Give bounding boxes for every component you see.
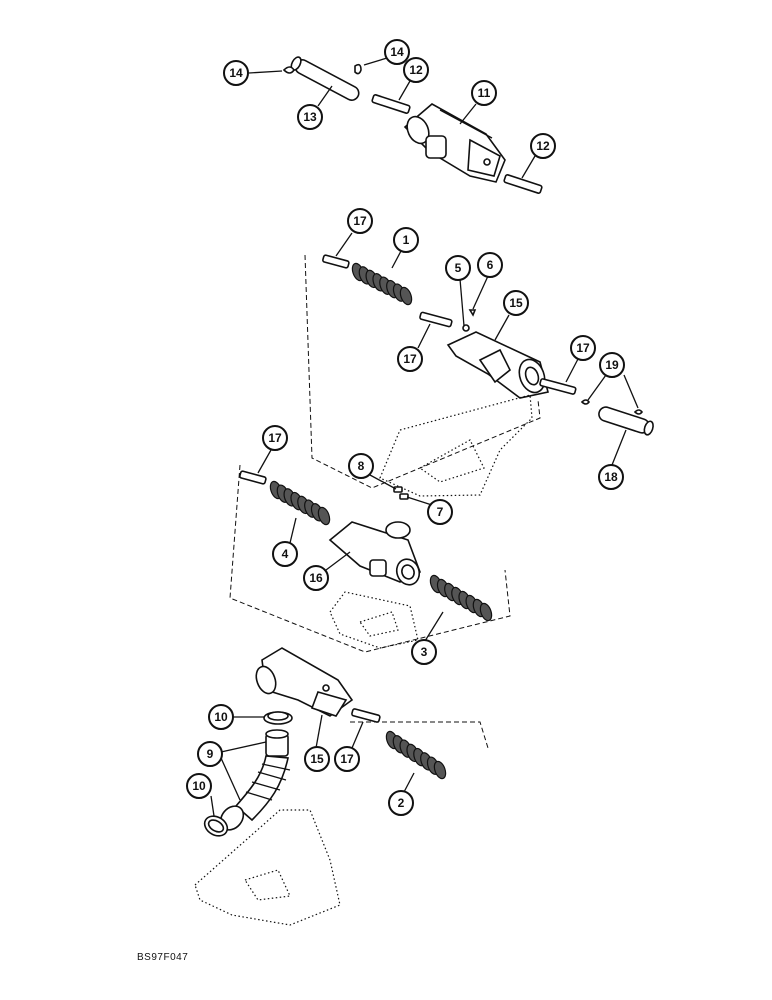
spring-coil bbox=[399, 286, 413, 306]
svg-text:8: 8 bbox=[358, 459, 365, 473]
svg-text:15: 15 bbox=[509, 296, 523, 310]
svg-text:4: 4 bbox=[282, 547, 289, 561]
callout-1: 1 bbox=[393, 227, 419, 253]
svg-text:17: 17 bbox=[403, 352, 417, 366]
part-6 bbox=[468, 309, 477, 317]
callout-16: 16 bbox=[303, 565, 329, 591]
clamp-10-lower bbox=[203, 815, 229, 837]
housing-11 bbox=[403, 103, 506, 183]
svg-text:17: 17 bbox=[340, 752, 354, 766]
svg-text:17: 17 bbox=[353, 214, 367, 228]
callout-14-top: 14 bbox=[384, 39, 410, 65]
svg-text:11: 11 bbox=[478, 86, 491, 100]
callout-15-upper: 15 bbox=[503, 290, 529, 316]
callout-9: 9 bbox=[197, 741, 223, 767]
svg-text:19: 19 bbox=[605, 358, 619, 372]
pin-12-upper bbox=[371, 94, 411, 114]
clip-19-b bbox=[633, 409, 644, 415]
upper-middle-assembly bbox=[304, 254, 654, 500]
callout-6: 6 bbox=[477, 252, 503, 278]
svg-text:9: 9 bbox=[207, 747, 214, 761]
callouts: 14 14 13 12 11 12 17 1 5 6 15 17 17 19 1… bbox=[186, 39, 625, 816]
svg-text:16: 16 bbox=[309, 571, 323, 585]
svg-text:15: 15 bbox=[310, 752, 324, 766]
pin-17-c bbox=[539, 378, 577, 395]
clip-14-left bbox=[282, 66, 295, 74]
outline-upper bbox=[304, 254, 541, 489]
svg-text:13: 13 bbox=[303, 110, 317, 124]
svg-text:17: 17 bbox=[268, 431, 282, 445]
housing-15-lower bbox=[255, 647, 354, 717]
spring-coil bbox=[433, 760, 447, 780]
part-7 bbox=[399, 493, 409, 500]
outline-bottom bbox=[350, 721, 489, 749]
callout-13: 13 bbox=[297, 104, 323, 130]
svg-text:18: 18 bbox=[604, 470, 618, 484]
callout-11: 11 bbox=[471, 80, 497, 106]
callout-14-left: 14 bbox=[223, 60, 249, 86]
leader-lines bbox=[210, 57, 639, 817]
callout-19: 19 bbox=[599, 352, 625, 378]
callout-10-upper: 10 bbox=[208, 704, 234, 730]
figure-code: BS97F047 bbox=[137, 952, 189, 963]
svg-text:14: 14 bbox=[229, 66, 243, 80]
callout-15-lower: 15 bbox=[304, 746, 330, 772]
callout-10-lower: 10 bbox=[186, 773, 212, 799]
svg-text:5: 5 bbox=[455, 261, 462, 275]
bracket-lower bbox=[329, 591, 419, 649]
svg-text:12: 12 bbox=[409, 63, 423, 77]
housing-16 bbox=[328, 521, 422, 586]
svg-text:3: 3 bbox=[421, 645, 428, 659]
callout-5: 5 bbox=[445, 255, 471, 281]
bottom-assembly bbox=[194, 647, 489, 926]
callout-18: 18 bbox=[598, 464, 624, 490]
callout-12-lower: 12 bbox=[530, 133, 556, 159]
callout-12-upper: 12 bbox=[403, 57, 429, 83]
outline-lower bbox=[229, 464, 511, 653]
shaft-18 bbox=[598, 406, 654, 436]
spring-4 bbox=[269, 480, 331, 526]
svg-text:6: 6 bbox=[487, 258, 494, 272]
clip-19-a bbox=[580, 399, 591, 405]
clip-14-top bbox=[354, 63, 362, 75]
callout-17-d: 17 bbox=[262, 425, 288, 451]
top-assembly bbox=[282, 56, 543, 194]
hose-9 bbox=[219, 729, 291, 831]
callout-7: 7 bbox=[427, 499, 453, 525]
housing-15-upper bbox=[446, 331, 549, 399]
part-5 bbox=[462, 324, 470, 332]
spring-coil bbox=[317, 506, 331, 526]
callout-17-e: 17 bbox=[334, 746, 360, 772]
part-8 bbox=[393, 486, 403, 493]
callout-17-c: 17 bbox=[570, 335, 596, 361]
callout-2: 2 bbox=[388, 790, 414, 816]
spring-2 bbox=[385, 730, 447, 780]
svg-text:7: 7 bbox=[437, 505, 444, 519]
spring-coil bbox=[479, 602, 493, 622]
callout-3: 3 bbox=[411, 639, 437, 665]
callout-17-a: 17 bbox=[347, 208, 373, 234]
pin-17-d bbox=[239, 470, 267, 485]
pin-17-a bbox=[322, 254, 350, 269]
pin-17-e bbox=[351, 708, 381, 723]
svg-text:17: 17 bbox=[576, 341, 590, 355]
svg-text:12: 12 bbox=[536, 139, 550, 153]
lower-middle-assembly bbox=[229, 464, 511, 653]
clamp-10-upper bbox=[263, 711, 293, 725]
callout-8: 8 bbox=[348, 453, 374, 479]
svg-text:2: 2 bbox=[398, 796, 405, 810]
svg-text:10: 10 bbox=[214, 710, 228, 724]
spring-1 bbox=[351, 262, 413, 306]
spring-3 bbox=[429, 574, 493, 622]
callout-4: 4 bbox=[272, 541, 298, 567]
bracket-upper bbox=[379, 394, 533, 497]
svg-text:1: 1 bbox=[403, 233, 410, 247]
svg-text:10: 10 bbox=[192, 779, 206, 793]
callout-17-b: 17 bbox=[397, 346, 423, 372]
svg-text:14: 14 bbox=[390, 45, 404, 59]
pin-17-b bbox=[419, 311, 453, 328]
pin-12-lower bbox=[503, 174, 543, 194]
